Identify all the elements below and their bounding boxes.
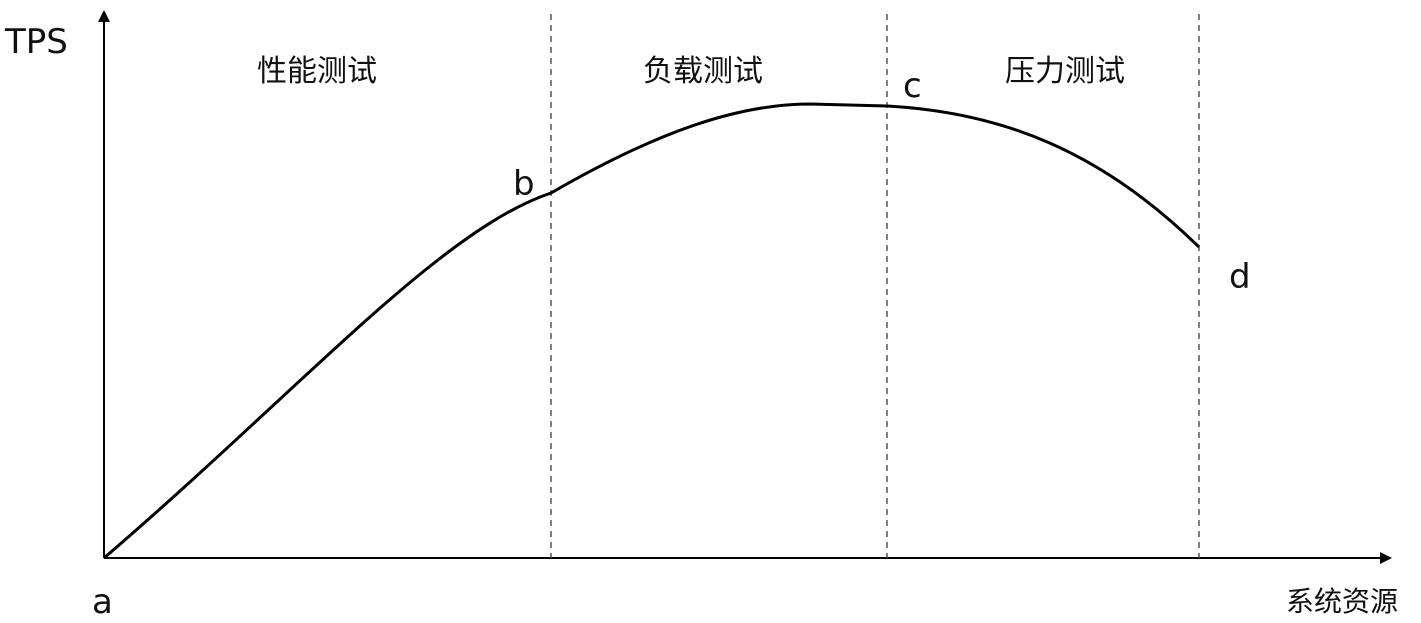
point-label-a: a xyxy=(92,582,113,622)
zone-label-stress: 压力测试 xyxy=(1005,54,1125,89)
point-label-c: c xyxy=(903,66,922,106)
point-label-b: b xyxy=(513,164,535,204)
point-label-d: d xyxy=(1229,257,1251,297)
zone-label-load: 负载测试 xyxy=(643,54,763,89)
tps-curve xyxy=(103,102,1201,560)
x-axis-label: 系统资源 xyxy=(1286,585,1398,618)
y-axis-label: TPS xyxy=(4,22,68,62)
zone-label-performance: 性能测试 xyxy=(257,54,377,89)
